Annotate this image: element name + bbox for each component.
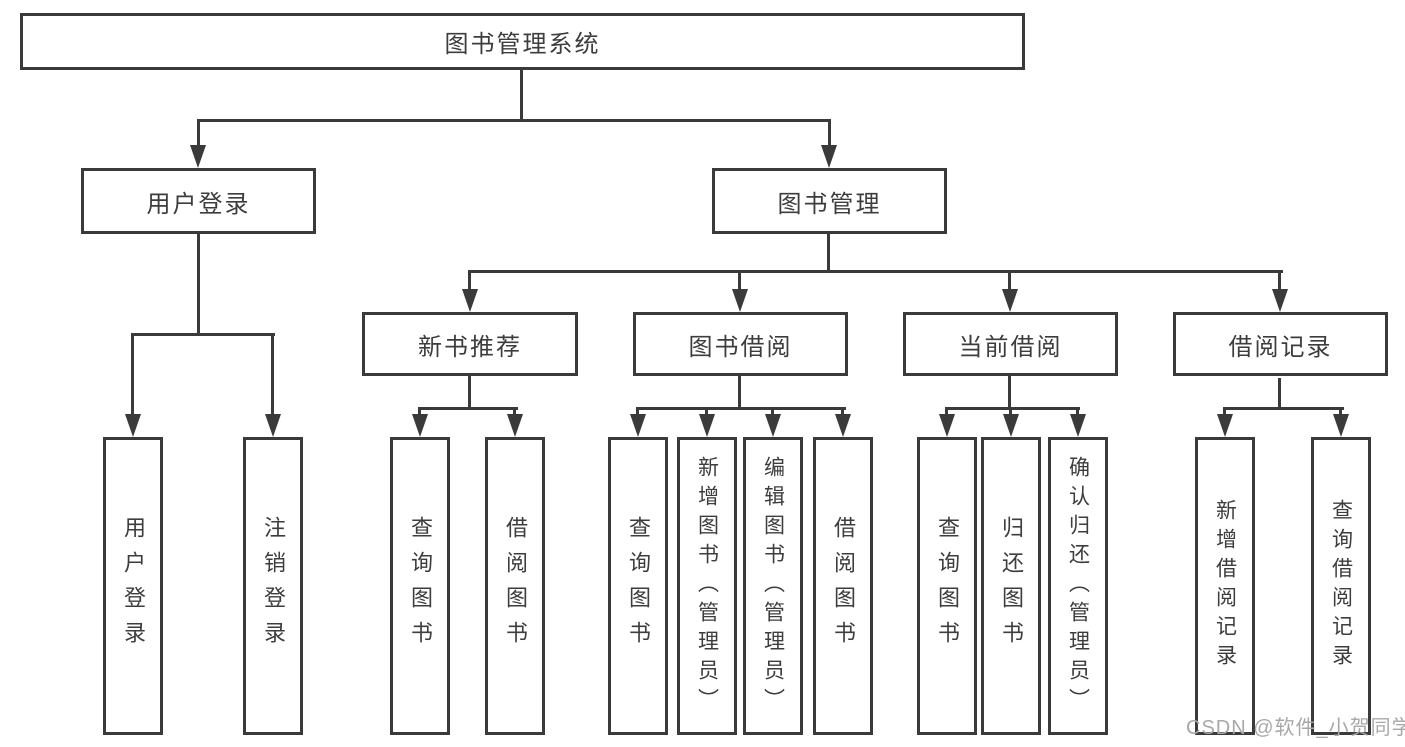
node-query-books-recommend: 查询图书 bbox=[390, 437, 450, 735]
connector-line bbox=[738, 270, 741, 292]
connector-line bbox=[1076, 407, 1079, 419]
node-label: 借阅图书 bbox=[831, 516, 856, 656]
arrowhead-down bbox=[1070, 414, 1086, 437]
connector-line bbox=[945, 407, 1080, 410]
connector-line bbox=[468, 270, 471, 292]
node-user-login-action: 用户登录 bbox=[103, 437, 163, 735]
node-label: 编辑图书（管理员） bbox=[761, 455, 785, 717]
node-add-borrow-record: 新增借阅记录 bbox=[1195, 437, 1255, 735]
connector-line bbox=[1223, 407, 1226, 419]
connector-line bbox=[520, 68, 523, 122]
node-label: 新增图书（管理员） bbox=[695, 455, 719, 717]
connector-line bbox=[771, 407, 774, 419]
node-new-book-recommend: 新书推荐 bbox=[362, 312, 578, 376]
node-return-books: 归还图书 bbox=[981, 437, 1041, 735]
connector-line bbox=[197, 119, 200, 149]
connector-line bbox=[418, 407, 421, 419]
node-user-login: 用户登录 bbox=[81, 168, 316, 234]
arrowhead-down bbox=[1003, 414, 1019, 437]
arrowhead-down bbox=[412, 414, 428, 437]
arrowhead-down bbox=[699, 414, 715, 437]
arrowhead-down bbox=[190, 145, 206, 168]
connector-line bbox=[828, 119, 831, 149]
node-label: 用户登录 bbox=[121, 516, 146, 656]
connector-line bbox=[197, 233, 200, 335]
node-label: 查询图书 bbox=[408, 516, 433, 656]
connector-line bbox=[1009, 407, 1012, 419]
connector-line bbox=[945, 407, 948, 419]
csdn-watermark: CSDN @软件_小贺同学 bbox=[1186, 717, 1405, 739]
node-label: 新增借阅记录 bbox=[1213, 499, 1237, 673]
node-label: 新书推荐 bbox=[418, 333, 522, 361]
connector-line bbox=[513, 407, 516, 419]
arrowhead-down bbox=[1217, 414, 1233, 437]
connector-line bbox=[418, 407, 518, 410]
connector-line bbox=[636, 407, 846, 410]
connector-line bbox=[827, 234, 830, 272]
arrowhead-down bbox=[732, 289, 748, 312]
arrowhead-down bbox=[1272, 289, 1288, 312]
node-label: 确认归还（管理员） bbox=[1066, 455, 1090, 717]
node-label: 查询图书 bbox=[935, 516, 960, 656]
node-edit-books-admin: 编辑图书（管理员） bbox=[743, 437, 803, 735]
node-current-borrow: 当前借阅 bbox=[903, 312, 1118, 376]
node-label: 借阅图书 bbox=[503, 516, 528, 656]
node-borrow-records: 借阅记录 bbox=[1173, 312, 1388, 376]
connector-line bbox=[1339, 407, 1342, 419]
connector-line bbox=[1223, 407, 1344, 410]
node-label: 注销登录 bbox=[261, 516, 286, 656]
node-query-books-borrow: 查询图书 bbox=[608, 437, 668, 735]
node-logout: 注销登录 bbox=[243, 437, 303, 735]
connector-line bbox=[1278, 378, 1281, 410]
arrowhead-down bbox=[765, 414, 781, 437]
connector-line bbox=[468, 270, 1283, 273]
arrowhead-down bbox=[507, 414, 523, 437]
node-label: 归还图书 bbox=[999, 516, 1024, 656]
node-library-management-system: 图书管理系统 bbox=[20, 13, 1025, 70]
node-label: 用户登录 bbox=[146, 190, 251, 218]
node-label: 当前借阅 bbox=[958, 333, 1063, 361]
connector-line bbox=[738, 376, 741, 410]
node-label: 图书管理 bbox=[777, 190, 882, 218]
connector-line bbox=[197, 119, 831, 122]
connector-line bbox=[131, 333, 134, 417]
arrowhead-down bbox=[125, 414, 141, 437]
node-label: 图书借阅 bbox=[688, 333, 793, 361]
node-confirm-return-admin: 确认归还（管理员） bbox=[1048, 437, 1108, 735]
arrowhead-down bbox=[462, 289, 478, 312]
connector-line bbox=[271, 333, 274, 417]
node-book-management: 图书管理 bbox=[712, 168, 947, 234]
node-label: 图书管理系统 bbox=[444, 31, 601, 58]
node-add-books-admin: 新增图书（管理员） bbox=[677, 437, 737, 735]
arrowhead-down bbox=[1333, 414, 1349, 437]
connector-line bbox=[1278, 270, 1281, 292]
connector-line bbox=[636, 407, 639, 419]
arrowhead-down bbox=[265, 414, 281, 437]
arrowhead-down bbox=[1002, 289, 1018, 312]
node-query-borrow-record: 查询借阅记录 bbox=[1311, 437, 1371, 735]
connector-line bbox=[705, 407, 708, 419]
node-borrow-books-recommend: 借阅图书 bbox=[485, 437, 545, 735]
connector-line bbox=[131, 333, 275, 336]
node-query-books-current: 查询图书 bbox=[917, 437, 977, 735]
node-label: 借阅记录 bbox=[1228, 333, 1333, 361]
connector-line bbox=[1008, 376, 1011, 410]
arrowhead-down bbox=[821, 145, 837, 168]
arrowhead-down bbox=[835, 414, 851, 437]
connector-line bbox=[468, 376, 471, 410]
node-book-borrow: 图书借阅 bbox=[633, 312, 848, 376]
connector-line bbox=[1008, 270, 1011, 292]
arrowhead-down bbox=[630, 414, 646, 437]
node-label: 查询图书 bbox=[626, 516, 651, 656]
connector-line bbox=[841, 407, 844, 419]
node-label: 查询借阅记录 bbox=[1329, 499, 1353, 673]
arrowhead-down bbox=[939, 414, 955, 437]
node-borrow-books-borrow: 借阅图书 bbox=[813, 437, 873, 735]
